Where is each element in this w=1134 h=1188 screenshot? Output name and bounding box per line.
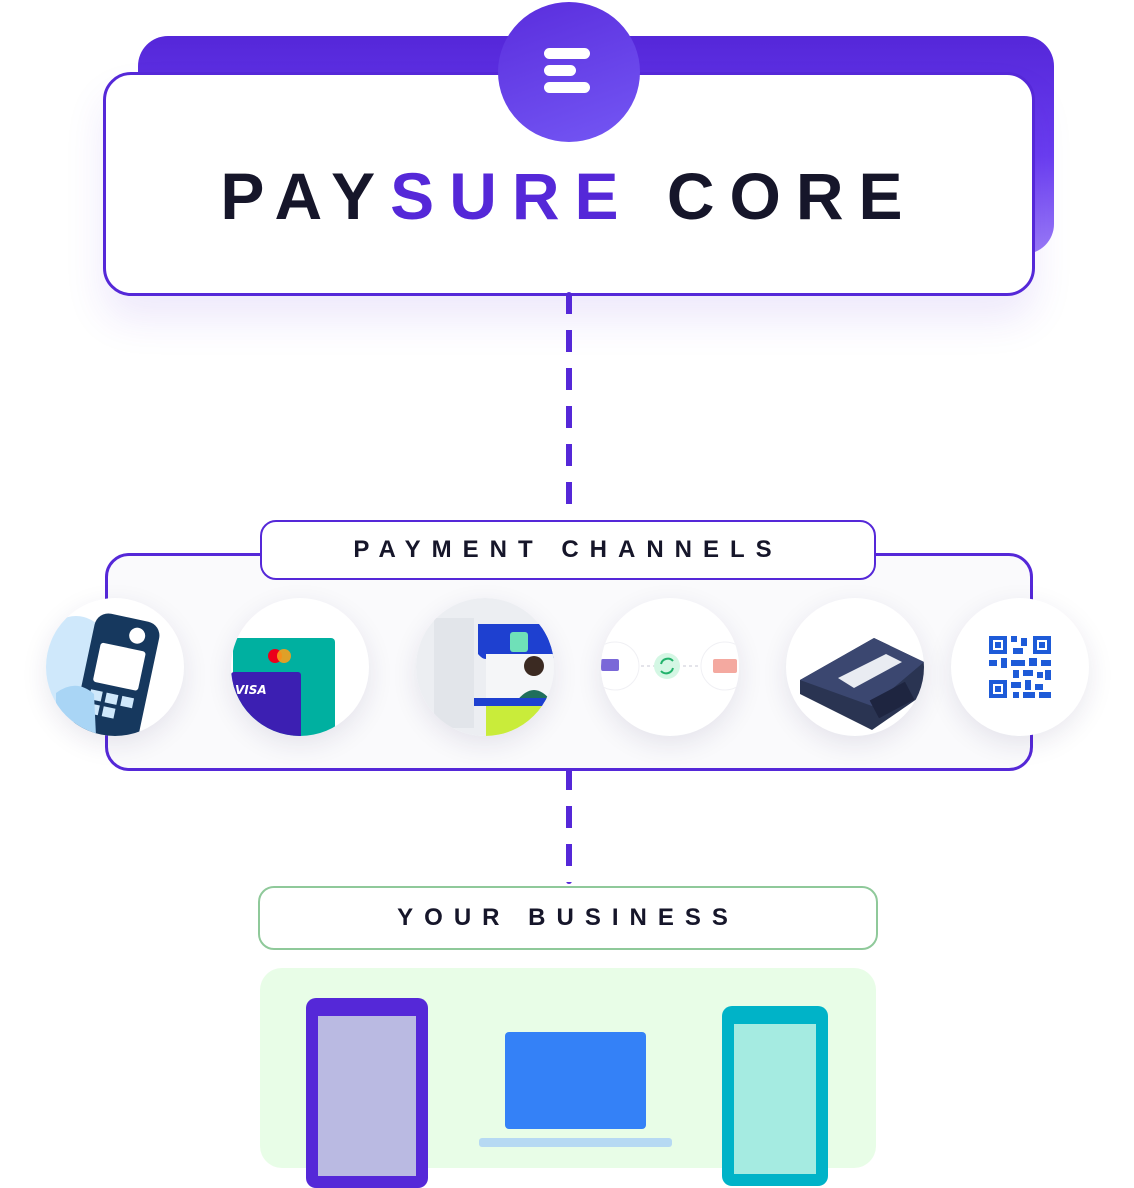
channel-merchant: [416, 598, 554, 736]
channel-contactless: [46, 598, 184, 736]
channel-transfer: [601, 598, 739, 736]
pos-terminal-icon: [800, 638, 924, 730]
core-title-accent: SURE: [390, 159, 634, 233]
core-title: PAYSURE CORE: [103, 158, 1035, 234]
card-transfer-icon: [601, 641, 739, 691]
channel-qr: [951, 598, 1089, 736]
your-business-label: YOUR BUSINESS: [258, 886, 878, 950]
visa-text: VISA: [235, 683, 267, 697]
laptop-icon: [505, 1032, 646, 1129]
tablet-screen: [734, 1024, 816, 1174]
paysure-logo-badge: [498, 2, 640, 142]
laptop-base: [479, 1138, 672, 1147]
merchant-shop-icon: [416, 598, 554, 736]
phone-screen: [318, 1016, 416, 1176]
payment-cards-icon: VISA: [231, 638, 335, 736]
contactless-terminal-icon: [46, 613, 160, 736]
payment-channels-label: PAYMENT CHANNELS: [260, 520, 876, 580]
qr-code-icon: [989, 636, 1051, 698]
core-title-part1: PAY: [220, 159, 391, 233]
your-business-label-text: YOUR BUSINESS: [397, 904, 739, 931]
channel-cards: VISA: [231, 598, 369, 736]
channel-pos: [786, 598, 924, 736]
connector-channels-business: [566, 768, 572, 884]
core-title-part2: CORE: [633, 159, 918, 233]
paysure-logo-icon: [544, 48, 590, 93]
payment-channels-label-text: PAYMENT CHANNELS: [353, 536, 783, 563]
connector-core-channels: [566, 292, 572, 522]
